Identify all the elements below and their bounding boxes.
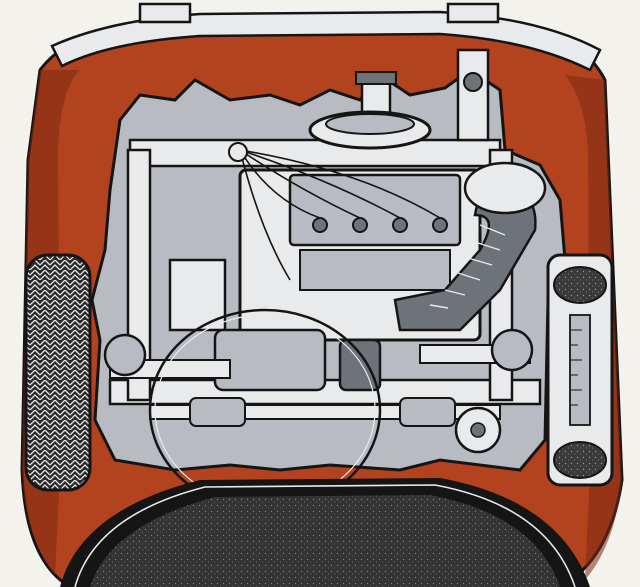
air-cleaner-lid xyxy=(325,113,415,135)
right-unit-bottom xyxy=(553,441,607,479)
left-cv-joint xyxy=(103,333,147,377)
distributor xyxy=(228,142,248,162)
right-post-cap xyxy=(463,72,483,92)
right-post xyxy=(456,48,490,142)
intake-manifold xyxy=(299,249,451,291)
right-cv-joint xyxy=(490,328,534,372)
right-unit-gauge xyxy=(569,314,591,426)
spark-plugs xyxy=(312,217,448,233)
right-bumper-bracket xyxy=(446,2,500,24)
upper-crossmember xyxy=(128,138,502,168)
scuttle-rim xyxy=(74,484,576,587)
filler-cap xyxy=(355,71,397,85)
steering-gaiters xyxy=(189,397,456,427)
intake-hose-ribs xyxy=(429,224,506,309)
gearbox xyxy=(213,328,327,392)
oil-filter xyxy=(338,338,382,392)
left-tyre xyxy=(24,253,92,492)
scuttle-texture xyxy=(90,495,560,587)
ignition-leads xyxy=(239,149,441,281)
intake-cone xyxy=(463,161,547,215)
cylinder-head xyxy=(288,173,462,247)
right-unit-gauge-ticks xyxy=(570,329,582,406)
steering-pinion-hub xyxy=(470,422,486,438)
left-bumper-bracket xyxy=(138,2,192,24)
right-unit-top xyxy=(553,266,607,304)
